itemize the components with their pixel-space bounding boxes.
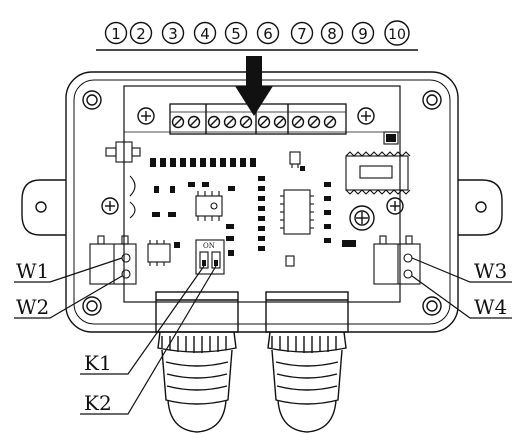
svg-text:2: 2 xyxy=(136,25,146,43)
label-w3: W3 xyxy=(474,259,507,283)
circuit-board xyxy=(123,85,401,303)
left-mounting-hole xyxy=(35,201,47,213)
svg-text:4: 4 xyxy=(200,25,210,43)
terminal-number-8: 8 xyxy=(320,21,344,45)
svg-text:7: 7 xyxy=(297,25,307,43)
right-mounting-ear xyxy=(458,179,503,236)
left-connector xyxy=(89,235,137,285)
board-screws xyxy=(101,107,404,231)
transistor xyxy=(285,151,301,267)
notch-left xyxy=(129,175,136,197)
label-w1: W1 xyxy=(16,259,49,283)
terminal-number-1: 1 xyxy=(104,21,128,45)
right-module xyxy=(345,131,411,195)
terminal-number-4: 4 xyxy=(193,21,217,45)
svg-text:ON: ON xyxy=(203,242,215,250)
left-mounting-ear xyxy=(21,179,66,236)
terminal-number-6: 6 xyxy=(256,21,280,45)
ic-center xyxy=(195,191,223,221)
terminal-number-10: 10 xyxy=(384,20,410,46)
svg-text:9: 9 xyxy=(358,25,368,43)
right-connector xyxy=(373,235,421,285)
terminal-number-row: 1 2 3 4 5 6 7 xyxy=(96,20,418,51)
svg-text:8: 8 xyxy=(327,25,337,43)
svg-text:1: 1 xyxy=(111,25,121,43)
ic-large xyxy=(280,189,314,235)
leader-k2 xyxy=(80,265,217,415)
enclosure-inner xyxy=(73,79,451,325)
leader-w3 xyxy=(411,257,512,283)
terminal-number-7: 7 xyxy=(290,21,314,45)
label-k1: K1 xyxy=(84,351,112,375)
svg-text:5: 5 xyxy=(231,25,241,43)
cable-gland-left xyxy=(155,291,239,433)
label-k2: K2 xyxy=(84,391,112,415)
ic-left xyxy=(147,240,171,266)
corner-screws xyxy=(82,90,442,316)
terminal-number-5: 5 xyxy=(224,21,248,45)
terminal-number-2: 2 xyxy=(129,21,153,45)
label-w4: W4 xyxy=(474,295,507,319)
components: ON xyxy=(89,131,421,285)
leader-w2 xyxy=(14,275,123,319)
terminal-screws xyxy=(171,115,337,129)
label-w2: W2 xyxy=(16,295,49,319)
leader-k1 xyxy=(80,265,205,375)
cable-gland-right xyxy=(265,291,349,433)
leader-w4 xyxy=(411,275,512,319)
down-arrow-icon xyxy=(235,56,273,116)
dip-switch: ON xyxy=(195,239,225,275)
leader-lines xyxy=(14,257,512,415)
right-mounting-hole xyxy=(475,201,487,213)
svg-text:3: 3 xyxy=(168,25,178,43)
enclosure-outer xyxy=(65,71,459,333)
leader-w1 xyxy=(14,257,123,283)
callout-labels: W1 W2 W3 W4 K1 K2 xyxy=(16,259,507,415)
svg-text:6: 6 xyxy=(263,25,273,43)
terminal-number-3: 3 xyxy=(161,21,185,45)
svg-text:10: 10 xyxy=(388,27,406,43)
terminal-number-9: 9 xyxy=(351,21,375,45)
smd-row xyxy=(150,158,356,256)
terminal-block xyxy=(169,103,347,135)
